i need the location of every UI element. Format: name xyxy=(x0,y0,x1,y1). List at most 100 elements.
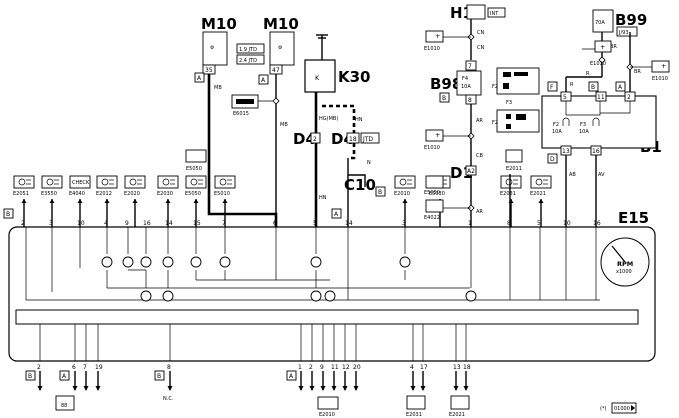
page-footer: (*) 01000 xyxy=(600,402,637,414)
svg-text:88: 88 xyxy=(61,403,67,409)
svg-text:13: 13 xyxy=(562,148,570,155)
svg-text:K: K xyxy=(315,74,320,82)
lamp-ref-label: E3550 xyxy=(41,191,57,197)
svg-text:E2011: E2011 xyxy=(506,166,522,172)
cluster-pin-label: 9 xyxy=(125,220,129,227)
svg-text:D: D xyxy=(550,156,555,163)
cluster-pin-label: 16 xyxy=(593,220,601,227)
svg-text:(*): (*) xyxy=(600,406,606,412)
bottom-pin-label: 11 xyxy=(331,364,339,371)
svg-text:N: N xyxy=(367,160,371,166)
cluster-pin-label: 14 xyxy=(165,220,173,227)
conn-b-left-label: B xyxy=(6,211,10,218)
lamp-e5050: E5050 xyxy=(185,175,207,227)
lamp-bulb-icon xyxy=(140,256,152,268)
lamp-bulb-icon xyxy=(190,256,202,268)
svg-text:10A: 10A xyxy=(461,84,471,90)
glow-plug-icon xyxy=(41,175,63,189)
lamp-e2030: E2030 xyxy=(157,175,179,227)
bottom-group: 4 17 xyxy=(410,364,428,391)
cluster-internal-wiring xyxy=(25,227,600,361)
svg-text:E2021: E2021 xyxy=(449,412,465,418)
cluster-pin-label: 3 xyxy=(49,220,53,227)
svg-text:MB: MB xyxy=(214,85,222,91)
svg-text:B: B xyxy=(378,189,382,196)
svg-text:10A: 10A xyxy=(579,129,589,135)
svg-text:MB: MB xyxy=(280,122,288,128)
svg-text:11: 11 xyxy=(597,94,605,101)
bottom-pin-label: 6 xyxy=(72,364,76,371)
svg-text:HN: HN xyxy=(355,117,363,123)
cluster-pin-label: 7 xyxy=(222,220,226,227)
svg-text:AR: AR xyxy=(476,118,483,124)
svg-text:2: 2 xyxy=(313,136,317,143)
m10-right: M10 1.9 JTD 2.4 JTD ⚙ 47 A MB xyxy=(236,15,299,128)
check-icon xyxy=(69,175,91,189)
cluster-pin-label: 15 xyxy=(193,220,201,227)
lamp-bulb-icon xyxy=(399,256,411,268)
bottom-pin-label: 17 xyxy=(420,364,428,371)
conn-b-left xyxy=(3,208,14,219)
bottom-pin-label: 4 xyxy=(410,364,414,371)
bottom-pin-label: 18 xyxy=(463,364,471,371)
svg-text:E4022: E4022 xyxy=(424,215,440,221)
svg-text:E1010: E1010 xyxy=(424,46,440,52)
svg-text:JTD: JTD xyxy=(362,136,373,143)
svg-text:CN: CN xyxy=(477,45,484,51)
bottom-ref-88: 88 xyxy=(55,395,75,411)
b1-fusebox: B1 F B A 5 11 2 F2 10A F3 10A 13 16 D AB… xyxy=(541,81,662,178)
cluster-pin-label: 3 xyxy=(402,220,406,227)
lamp-e2021: E2021 xyxy=(530,175,552,227)
rear-fog-icon xyxy=(500,175,522,189)
lamp-bulb-icon xyxy=(140,290,152,302)
lamp-bulb-icon xyxy=(122,256,134,268)
svg-text:5: 5 xyxy=(563,94,567,101)
e5050-icon-box: E5050 xyxy=(185,149,207,172)
d4-left: D4 2 HN xyxy=(293,130,327,201)
lamp-e3550: E3550 xyxy=(41,175,63,227)
battery-icon xyxy=(214,175,236,189)
lamp-bulb-icon xyxy=(324,290,336,302)
lamp-ref-label: E5050 xyxy=(185,191,201,197)
svg-text:A: A xyxy=(289,373,294,380)
indicator-icon xyxy=(124,175,146,189)
rpm-gauge: RPM x1000 xyxy=(600,237,650,287)
e15-label: E15 xyxy=(618,209,649,227)
lamp-e2012: E2012 xyxy=(96,175,118,227)
svg-text:R: R xyxy=(570,82,574,88)
conn-a-mid-label: A xyxy=(334,211,339,218)
svg-text:F2: F2 xyxy=(492,84,498,90)
svg-text:CB: CB xyxy=(476,153,483,159)
svg-text:HN: HN xyxy=(319,195,327,201)
cluster-pin-label: 2 xyxy=(21,220,25,227)
sidelight-icon xyxy=(394,175,416,189)
bottom-pin-label: 19 xyxy=(95,364,103,371)
bottom-pin-label: 12 xyxy=(342,364,350,371)
svg-text:BR: BR xyxy=(610,44,617,50)
svg-text:AB: AB xyxy=(569,172,576,178)
svg-text:B: B xyxy=(442,95,446,102)
b98-fusebox: B98 7 F4 10A 8 B xyxy=(430,60,482,105)
oil-icon xyxy=(185,175,207,189)
cluster-pin-label: 14 xyxy=(345,220,353,227)
lamp-ref-label: E2020 xyxy=(124,191,140,197)
e2011-lamp: E2011 xyxy=(505,149,523,172)
svg-text:E2010: E2010 xyxy=(319,412,335,418)
svg-text:AR: AR xyxy=(476,209,483,215)
main-beam-icon xyxy=(157,175,179,189)
lamp-e5010: E5010 xyxy=(214,175,236,227)
svg-text:+: + xyxy=(435,131,440,139)
svg-text:7: 7 xyxy=(468,63,472,70)
cluster-internal-lamps xyxy=(101,256,477,302)
svg-text:F2: F2 xyxy=(492,120,498,126)
cluster-pin-label: 16 xyxy=(143,220,151,227)
lamp-ref-label: E2051 xyxy=(13,191,29,197)
d4-right: D4 18 JTD xyxy=(331,130,380,148)
svg-text:K30: K30 xyxy=(338,68,371,86)
svg-text:F: F xyxy=(550,84,554,91)
